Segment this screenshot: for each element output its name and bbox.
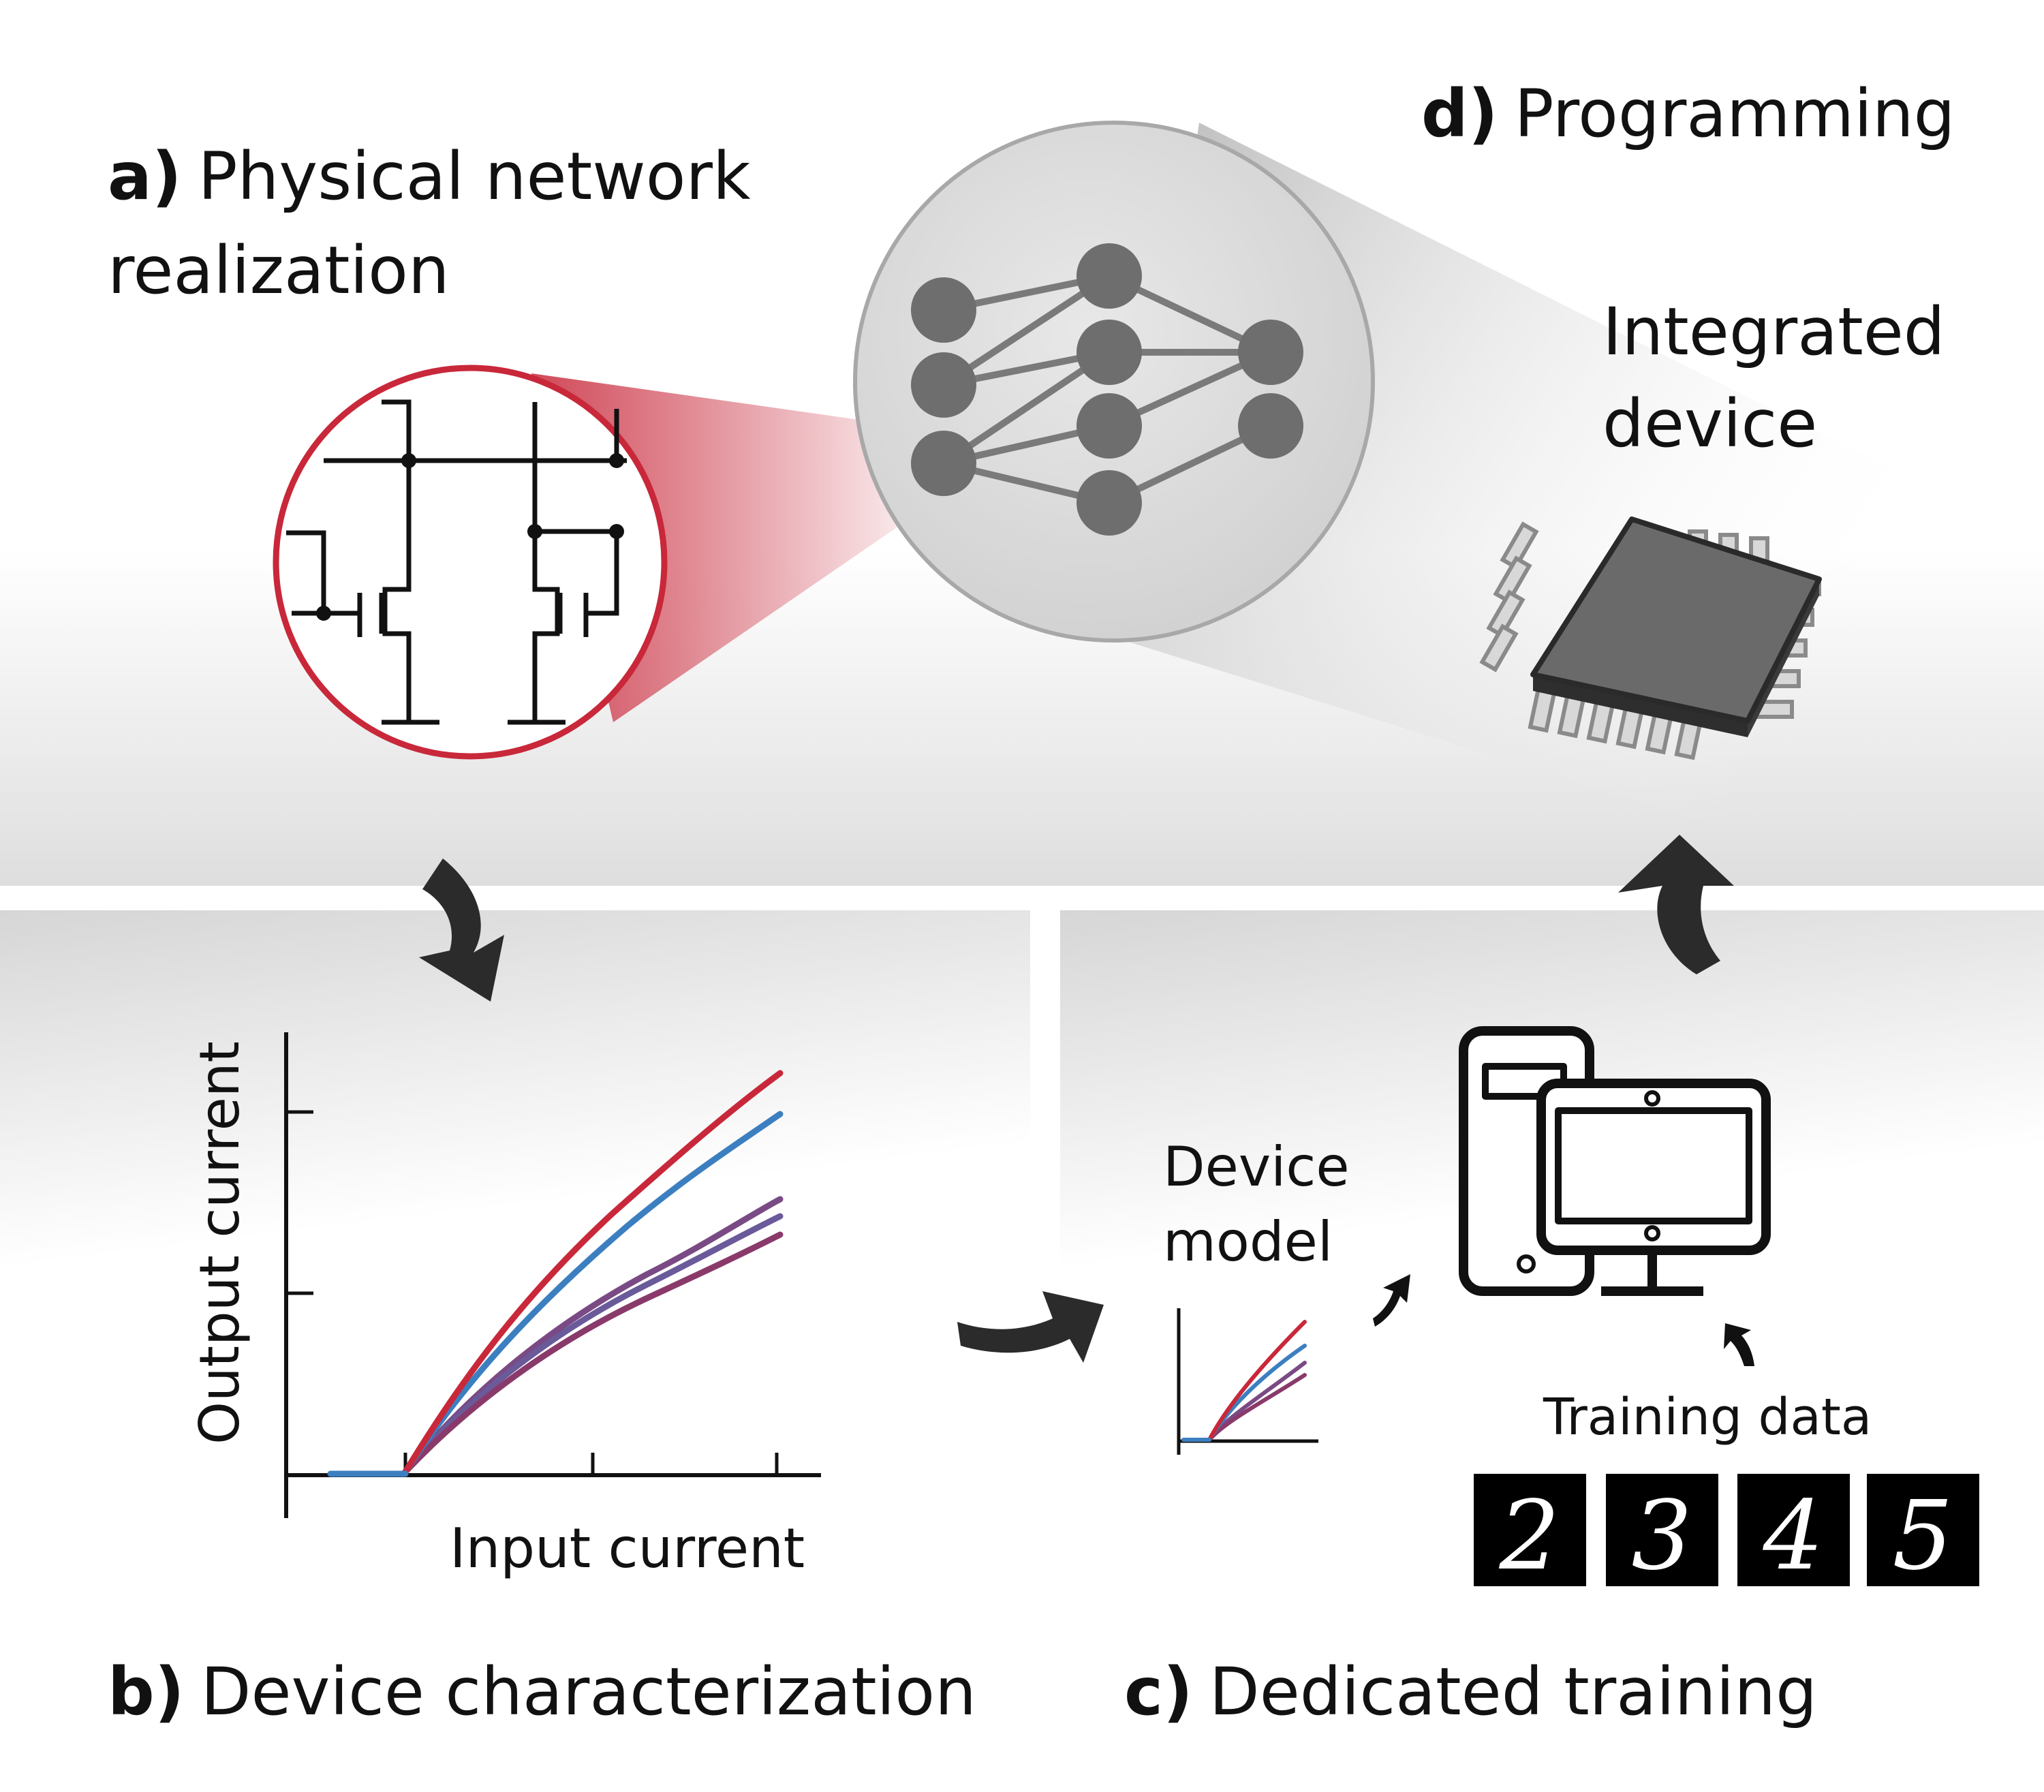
- mnist-digit-5: 5: [1867, 1474, 1979, 1592]
- training-data-label: Training data: [1543, 1388, 1872, 1447]
- device-model-label-line2: model: [1163, 1210, 1333, 1273]
- node-out-1: [1238, 320, 1303, 385]
- node-hidden-1: [1077, 243, 1142, 309]
- node-in-1: [911, 277, 976, 343]
- mnist-digits: 2 3 4 5: [1474, 1474, 1979, 1592]
- curve-purple-2: [402, 1213, 784, 1475]
- curve-purple-3: [402, 1231, 784, 1475]
- chip-side: [1533, 675, 1748, 737]
- panel-a-title-line2: realization: [108, 232, 450, 309]
- mnist-digit-2: 2: [1474, 1474, 1586, 1592]
- arrow-a-to-b: [419, 859, 504, 1002]
- device-model-label-line1: Device: [1163, 1135, 1350, 1199]
- arrow-c-to-d: [1618, 835, 1734, 974]
- circuit-junctions: [316, 453, 624, 621]
- computer-dots: [1517, 1090, 1660, 1273]
- mnist-digit-3: 3: [1606, 1474, 1718, 1592]
- node-hidden-4: [1077, 470, 1142, 536]
- arrow-b-to-c: [957, 1291, 1104, 1363]
- node-in-3: [911, 431, 976, 496]
- computer-icon: [1459, 1026, 1771, 1296]
- panel-b-title: b)Device characterization: [108, 1654, 976, 1730]
- device-label-line2: device: [1602, 386, 1817, 462]
- svg-text:4: 4: [1762, 1481, 1823, 1592]
- node-in-2: [911, 352, 976, 418]
- node-out-2: [1238, 393, 1303, 459]
- plot-xlabel: Input current: [450, 1517, 805, 1580]
- panel-a-title: a)Physical network: [108, 138, 751, 215]
- panel-b-background: [0, 910, 1030, 1537]
- arrow-model-to-computer: [1373, 1274, 1410, 1327]
- curve-blue-high: [402, 1111, 784, 1475]
- svg-text:2: 2: [1498, 1481, 1560, 1592]
- curve-red-high: [402, 1070, 784, 1475]
- characterization-plot: Output current Input current: [188, 1032, 821, 1580]
- plot-curves: [327, 1070, 784, 1477]
- device-label-line1: Integrated: [1602, 294, 1945, 370]
- node-hidden-3: [1077, 393, 1142, 459]
- svg-text:3: 3: [1631, 1481, 1692, 1592]
- integrated-chip: [1479, 516, 1822, 760]
- arrow-data-to-computer: [1724, 1323, 1754, 1366]
- node-hidden-2: [1077, 320, 1142, 385]
- plot-ylabel: Output current: [188, 1041, 251, 1445]
- panel-d-title: d)Programming: [1421, 76, 1955, 152]
- chip-body: [1530, 516, 1822, 724]
- mnist-digit-4: 4: [1737, 1474, 1850, 1592]
- circuit-zoom-circle: [273, 365, 668, 760]
- panel-c-title: c)Dedicated training: [1124, 1654, 1817, 1730]
- device-model-mini-plot: [1177, 1308, 1318, 1455]
- network-nodes: [911, 243, 1303, 536]
- transistor-circuit: [286, 399, 627, 725]
- svg-text:5: 5: [1892, 1481, 1953, 1592]
